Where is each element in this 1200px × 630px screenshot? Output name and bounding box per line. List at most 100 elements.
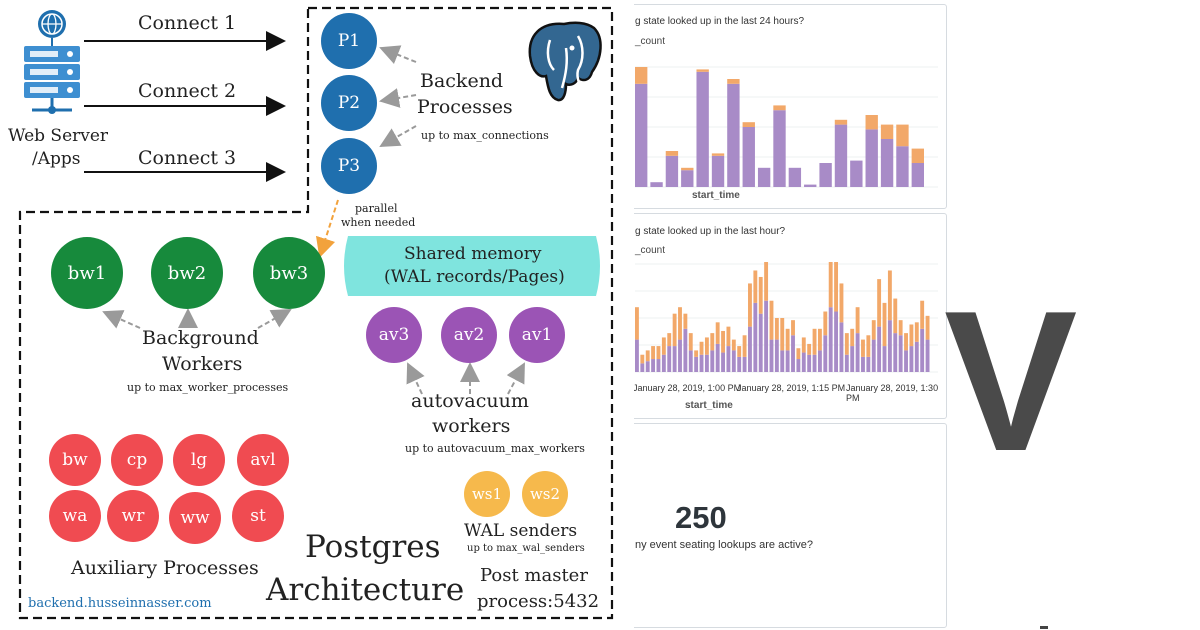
bar-base: [839, 322, 844, 372]
background-worker-bw2: bw2: [151, 237, 223, 309]
bar-top: [688, 333, 693, 351]
bar-top: [925, 315, 930, 340]
bar-top: [699, 341, 704, 355]
parallel-note-2: when needed: [341, 216, 416, 229]
bar-top: [871, 320, 876, 340]
bar-base: [896, 146, 909, 187]
bottom-dash: [1040, 626, 1048, 629]
bar-top: [742, 122, 755, 127]
bar-top: [904, 333, 908, 351]
bar-top: [711, 153, 725, 156]
bar-base: [710, 350, 715, 372]
background-workers-title-2: Workers: [162, 353, 243, 375]
bar-top: [661, 337, 666, 355]
bar-top: [844, 333, 849, 355]
bar-top: [898, 320, 903, 336]
bar-top: [861, 339, 865, 357]
bar-base: [812, 354, 817, 372]
bar-base: [757, 167, 771, 187]
autovacuum-worker-av3: av3: [366, 307, 422, 363]
bar-base: [656, 359, 661, 372]
bar-base: [661, 354, 666, 372]
bar-base: [855, 333, 860, 372]
panel-2-tick-2: January 28, 2019, 1:15 PM: [737, 383, 846, 393]
bar-base: [893, 333, 898, 372]
bar-top: [911, 148, 924, 163]
bar-base: [640, 363, 645, 372]
bar-base: [774, 339, 779, 372]
bar-base: [731, 350, 736, 372]
bar-top: [672, 313, 677, 347]
panel-2-tick-1: January 28, 2019, 1:00 PM: [634, 383, 742, 393]
bar-base: [866, 356, 871, 372]
bar-base: [880, 139, 894, 187]
bar-top: [834, 119, 848, 125]
bar-top: [678, 307, 682, 340]
auxiliary-process-lg: lg: [173, 434, 225, 486]
bar-base: [635, 339, 639, 372]
backend-title-1: Backend: [420, 70, 504, 92]
bar-base: [699, 354, 704, 372]
bar-top: [807, 343, 812, 355]
bar-base: [737, 356, 742, 372]
architecture-diagram: Web Server /Apps Connect 1 Connect 2 Con…: [8, 6, 614, 620]
bar-top: [727, 79, 740, 84]
shared-memory-shape: [344, 236, 600, 296]
postmaster-label-2: process:5432: [477, 591, 600, 612]
bar-base: [645, 361, 650, 372]
bar-base: [711, 155, 725, 187]
bar-base: [877, 326, 882, 372]
bar-base: [651, 359, 656, 372]
bar-top: [887, 270, 892, 321]
bar-base: [920, 328, 925, 372]
bar-top: [683, 313, 688, 329]
website-label: backend.husseinnasser.com: [28, 596, 212, 611]
wal-senders-title: WAL senders: [464, 521, 578, 541]
bar-base: [681, 170, 694, 187]
bar-top: [640, 354, 645, 364]
postmaster-label-1: Post master: [480, 565, 588, 586]
bar-base: [834, 311, 839, 372]
bar-top: [694, 350, 699, 357]
panel-1-xlabel: start_time: [692, 190, 740, 201]
bar-base: [861, 356, 865, 372]
bar-base: [911, 163, 924, 187]
postmaster-boundary: [18, 6, 614, 620]
panel-last-hour: g state looked up in the last hour? _cou…: [634, 213, 947, 419]
panel-2-stat: _count: [635, 245, 666, 256]
backend-title-2: Processes: [417, 96, 513, 118]
bar-base: [828, 307, 833, 372]
bar-base: [688, 350, 693, 372]
bar-base: [665, 155, 679, 187]
background-worker-bw1: bw1: [51, 237, 123, 309]
bar-base: [773, 110, 786, 187]
backend-process-p2: P2: [321, 75, 377, 131]
bar-base: [823, 335, 828, 372]
shared-memory-label-2: (WAL records/Pages): [384, 267, 565, 287]
bar-base: [925, 339, 930, 372]
bar-base: [834, 124, 848, 187]
bar-top: [817, 328, 822, 351]
bar-top: [748, 283, 752, 327]
bar-top: [764, 262, 769, 301]
bar-chart-last-hour: [635, 262, 938, 373]
bar-base: [804, 184, 817, 187]
bar-top: [850, 328, 855, 347]
panel-1-title: g state looked up in the last 24 hours?: [635, 16, 805, 27]
bar-base: [785, 350, 790, 372]
bar-top: [696, 69, 709, 72]
bar-top: [880, 124, 894, 139]
bar-base: [764, 300, 769, 372]
panel-2-tick-3: January 28, 2019, 1:30 PM: [846, 383, 939, 403]
autovacuum-title-2: workers: [432, 415, 511, 437]
bar-top: [828, 262, 833, 308]
panel-last-24-hours: g state looked up in the last 24 hours? …: [634, 4, 947, 209]
bar-top: [839, 283, 844, 323]
bar-chart-24-hours: [635, 66, 938, 188]
auxiliary-process-wa: wa: [49, 490, 101, 542]
auxiliary-process-ww: ww: [169, 492, 221, 544]
bar-top: [665, 151, 679, 156]
bar-base: [753, 302, 758, 372]
auxiliary-process-wr: wr: [107, 490, 159, 542]
bar-base: [715, 343, 720, 372]
